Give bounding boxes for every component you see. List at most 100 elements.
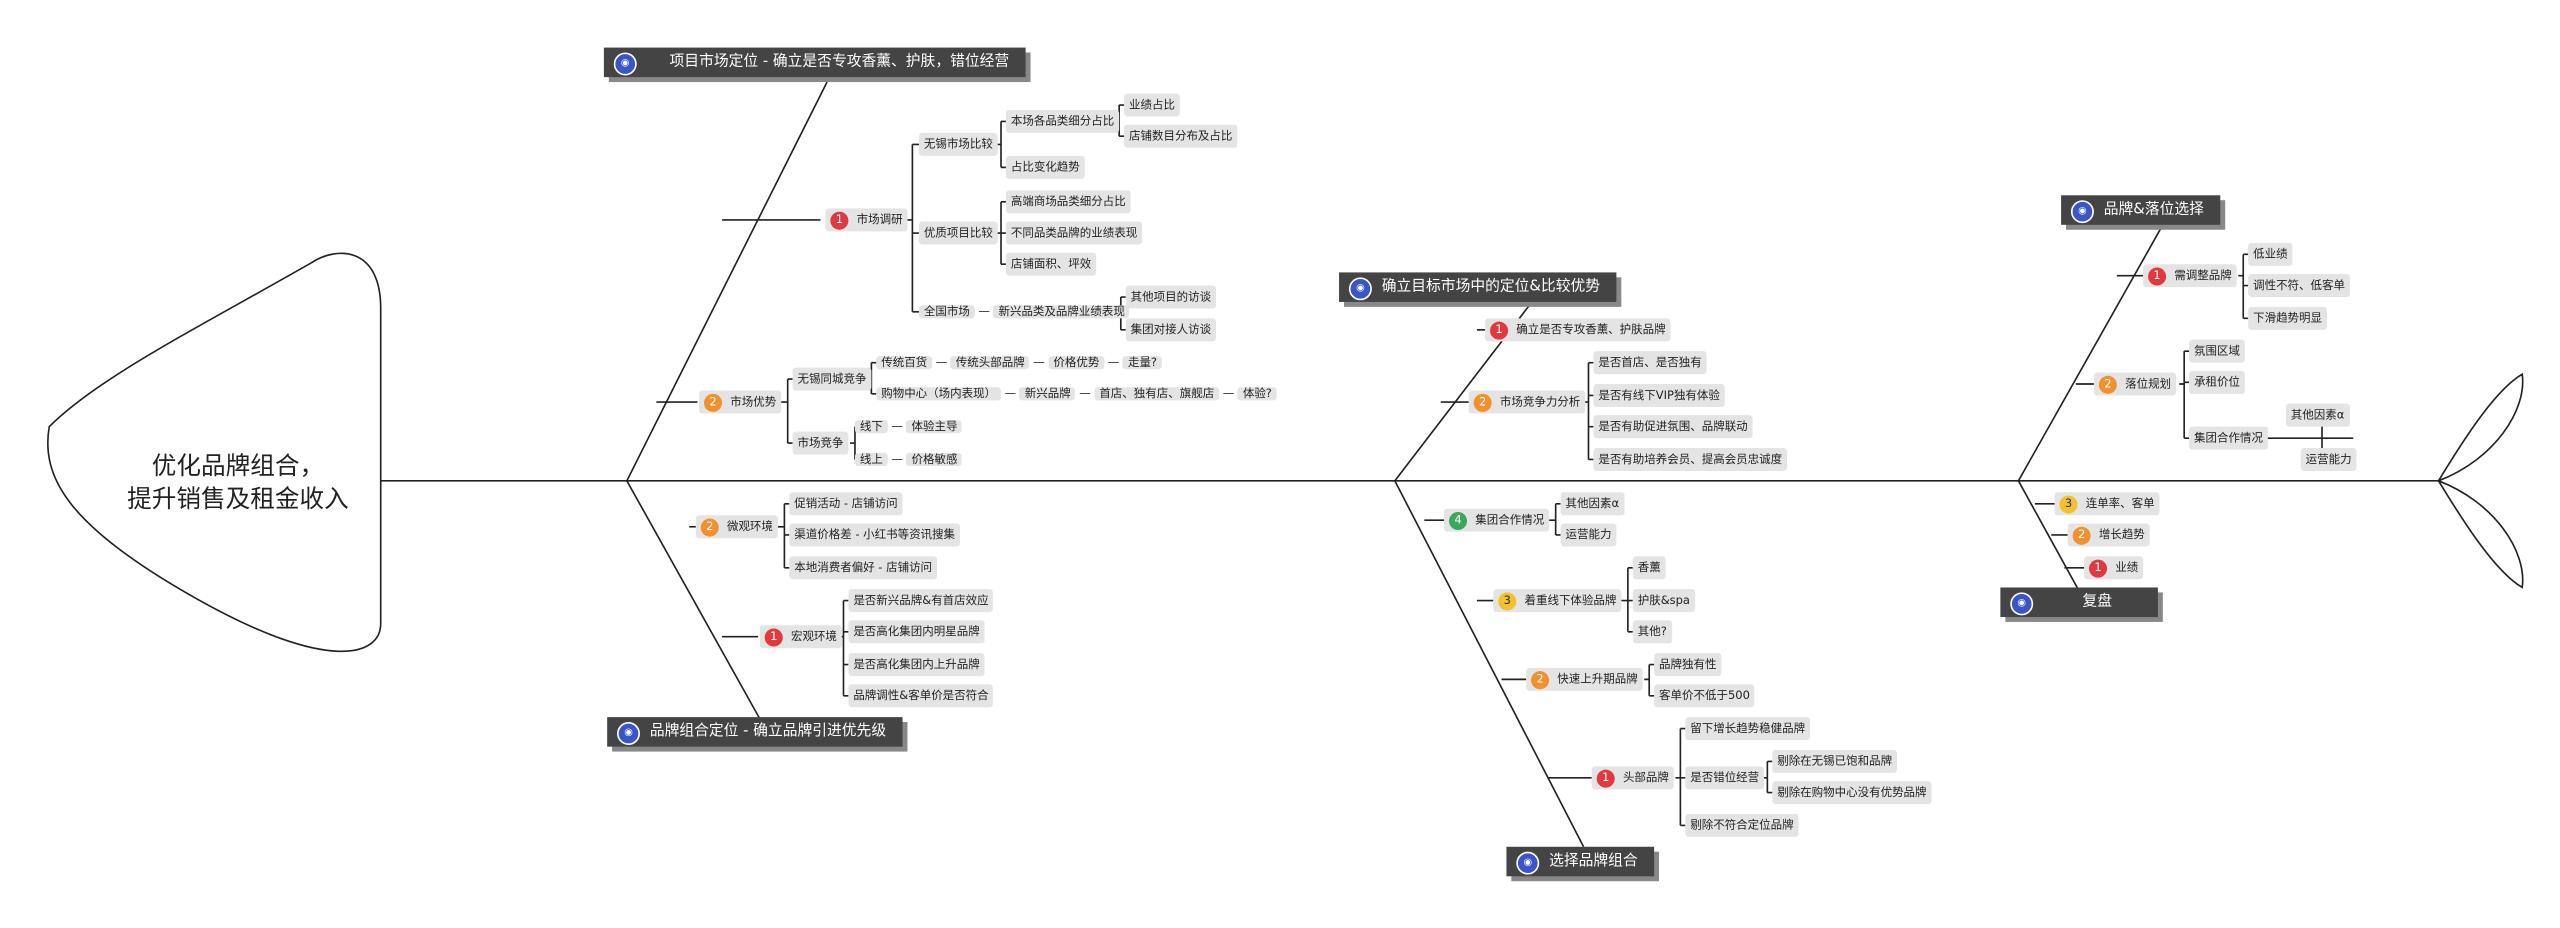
topic-icon: ◉ <box>2010 592 2034 616</box>
node-down-trend[interactable]: 下滑趋势明显 <box>2248 306 2327 330</box>
node-tone-mismatch[interactable]: 调性不符、低客单 <box>2248 274 2350 298</box>
priority-badge: 2 <box>1473 393 1492 412</box>
category-review[interactable]: ◉ 复盘 <box>2000 587 2158 618</box>
priority-badge: 2 <box>2098 374 2117 394</box>
node-keep[interactable]: 留下增长趋势稳健品牌 <box>1685 717 1811 741</box>
node-mall[interactable]: 购物中心（场内表现） — 新兴品牌 — 首店、独有店、旗舰店 — 体验? <box>876 382 1277 405</box>
node-wuxi-competition[interactable]: 无锡同城竞争 <box>792 367 872 391</box>
node-vip[interactable]: 是否有线下VIP独有体验 <box>1593 383 1725 407</box>
category-label: 选择品牌组合 <box>1549 853 1638 870</box>
node-star-brand[interactable]: 是否高化集团内明星品牌 <box>848 620 985 644</box>
node-ops-5[interactable]: 运营能力 <box>2300 447 2357 471</box>
node-traditional-dept[interactable]: 传统百货 — 传统头部品牌 — 价格优势 — 走量? <box>876 351 1162 374</box>
node-del-no-adv[interactable]: 剔除在无锡已饱和品牌 <box>1772 749 1897 773</box>
category-label: 品牌组合定位 - 确立品牌引进优先级 <box>649 723 887 741</box>
node-promo[interactable]: 促销活动 - 店铺访问 <box>789 492 903 516</box>
node-wrong-pos[interactable]: 是否错位经营 <box>1685 766 1765 790</box>
priority-badge: 1 <box>830 210 849 229</box>
node-market-competition[interactable]: 市场竞争 <box>792 431 849 455</box>
priority-badge: 1 <box>1596 768 1615 787</box>
priority-badge: 2 <box>700 517 719 536</box>
node-ratio-trend[interactable]: 占比变化趋势 <box>1005 155 1085 179</box>
problem-line-1: 优化品牌组合， <box>151 451 325 481</box>
bone-c6 <box>2017 480 2082 595</box>
node-national-market[interactable]: 全国市场 — 新兴品类及品牌业绩表现 <box>918 300 1130 323</box>
bone-c2 <box>626 480 761 720</box>
node-perf-share[interactable]: 业绩占比 <box>1124 93 1180 117</box>
category-label: 确立目标市场中的定位&比较优势 <box>1381 278 1601 296</box>
priority-badge: 1 <box>764 627 783 646</box>
node-local-pref[interactable]: 本地消费者偏好 - 店铺访问 <box>789 556 937 580</box>
node-new-first[interactable]: 是否新兴品牌&有首店效应 <box>848 589 994 613</box>
node-member[interactable]: 是否有助培养会员、提高会员忠诚度 <box>1593 447 1788 471</box>
priority-badge: 2 <box>703 393 723 412</box>
node-high-end[interactable]: 高端商场品类细分占比 <box>1005 190 1131 214</box>
node-ops[interactable]: 运营能力 <box>1560 523 1617 547</box>
bone-c5 <box>2017 224 2164 482</box>
problem-line-2: 提升销售及租金收入 <box>127 484 349 514</box>
node-other-visit[interactable]: 其他项目的访谈 <box>1125 285 1216 309</box>
node-offline[interactable]: 线下 — 体验主导 <box>854 415 963 438</box>
node-store-dist[interactable]: 店铺数目分布及占比 <box>1124 124 1238 148</box>
node-diff-brand[interactable]: 不同品类品牌的业绩表现 <box>1005 221 1143 245</box>
priority-badge: 1 <box>2088 558 2108 577</box>
node-others[interactable]: 其他? <box>1632 620 1672 644</box>
node-first-only[interactable]: 是否首店、是否独有 <box>1593 351 1707 375</box>
node-rising[interactable]: 是否高化集团内上升品牌 <box>848 653 985 677</box>
node-other-alpha-5[interactable]: 其他因素α <box>2285 403 2350 427</box>
priority-badge: 3 <box>1498 591 1517 610</box>
node-atmos[interactable]: 是否有助促进氛围、品牌联动 <box>1593 415 1753 439</box>
topic-icon: ◉ <box>613 52 637 76</box>
node-store-area[interactable]: 店铺面积、坪效 <box>1005 252 1097 276</box>
node-channel[interactable]: 渠道价格差 - 小红书等资讯搜集 <box>789 523 960 547</box>
node-other-alpha[interactable]: 其他因素α <box>1560 492 1624 516</box>
priority-badge: 2 <box>2072 525 2091 544</box>
category-brand-mix-positioning[interactable]: ◉ 品牌组合定位 - 确立品牌引进优先级 <box>607 717 903 747</box>
node-wuxi-compare[interactable]: 无锡市场比较 <box>918 132 998 156</box>
bone-c4 <box>1394 480 1585 848</box>
node-group-coop-5[interactable]: 集团合作情况 <box>2189 426 2268 450</box>
category-label: 复盘 <box>2082 594 2112 611</box>
node-online[interactable]: 线上 — 价格敏感 <box>854 448 963 471</box>
topic-icon: ◉ <box>1516 851 1540 875</box>
node-aov[interactable]: 客单价不低于500 <box>1654 684 1755 708</box>
node-del-nofit[interactable]: 剔除不符合定位品牌 <box>1685 813 1799 837</box>
problem-statement: 优化品牌组合， 提升销售及租金收入 <box>98 450 377 516</box>
category-brand-placement[interactable]: ◉ 品牌&落位选择 <box>2061 195 2221 225</box>
node-del-mall[interactable]: 剔除在购物中心没有优势品牌 <box>1772 781 1932 805</box>
node-local-share[interactable]: 本场各品类细分占比 <box>1005 109 1120 133</box>
category-market-positioning[interactable]: ◉ 项目市场定位 - 确立是否专攻香薰、护肤，错位经营 <box>603 47 1026 78</box>
node-group-visit[interactable]: 集团对接人访谈 <box>1125 318 1216 342</box>
node-uniqueness[interactable]: 品牌独有性 <box>1654 653 1722 677</box>
node-skincare[interactable]: 护肤&spa <box>1632 589 1695 613</box>
category-label: 品牌&落位选择 <box>2103 201 2204 219</box>
node-low-perf[interactable]: 低业绩 <box>2248 242 2293 266</box>
priority-badge: 2 <box>1531 670 1550 689</box>
node-fragrance[interactable]: 香薰 <box>1632 556 1666 580</box>
node-quality-compare[interactable]: 优质项目比较 <box>918 221 998 245</box>
node-atmos-zone[interactable]: 氛围区域 <box>2189 339 2245 363</box>
node-tone[interactable]: 品牌调性&客单价是否符合 <box>848 684 994 708</box>
priority-badge: 1 <box>1490 320 1509 339</box>
category-choose-brand-mix[interactable]: ◉ 选择品牌组合 <box>1506 846 1655 877</box>
node-rent[interactable]: 承租价位 <box>2189 370 2245 394</box>
topic-icon: ◉ <box>617 722 640 746</box>
category-target-market[interactable]: ◉ 确立目标市场中的定位&比较优势 <box>1339 272 1617 302</box>
priority-badge: 4 <box>1449 511 1468 530</box>
